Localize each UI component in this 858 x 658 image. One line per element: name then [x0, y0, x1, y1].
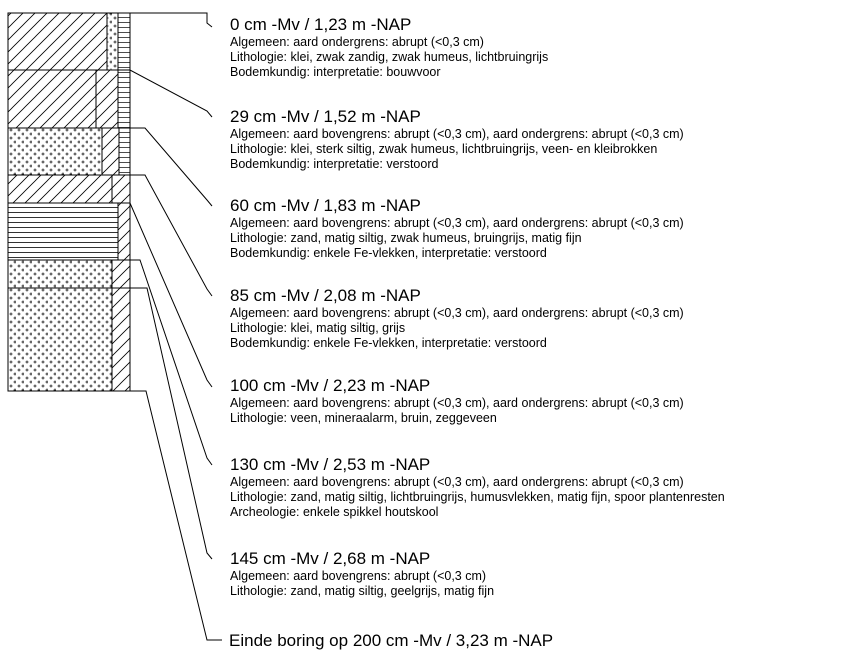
- layer-detail: Bodemkundig: interpretatie: bouwvoor: [230, 65, 441, 79]
- layer-title: 29 cm -Mv / 1,52 m -NAP: [230, 107, 421, 126]
- leader-line-5: [112, 202, 213, 388]
- layer-detail: Algemeen: aard bovengrens: abrupt (<0,3 …: [230, 475, 684, 489]
- layer-detail: Lithologie: veen, mineraalarm, bruin, ze…: [230, 411, 497, 425]
- layer-detail: Bodemkundig: enkele Fe-vlekken, interpre…: [230, 336, 547, 350]
- layer-detail: Algemeen: aard bovengrens: abrupt (<0,3 …: [230, 127, 684, 141]
- column-layer-3: [7, 127, 131, 176]
- leader-line-end: [100, 390, 222, 641]
- layer-detail: Algemeen: aard bovengrens: abrupt (<0,3 …: [230, 306, 684, 320]
- layer-detail: Algemeen: aard bovengrens: abrupt (<0,3 …: [230, 216, 684, 230]
- layer-description-5: 100 cm -Mv / 2,23 m -NAP Algemeen: aard …: [230, 376, 684, 426]
- end-of-boring-label: Einde boring op 200 cm -Mv / 3,23 m -NAP: [229, 631, 554, 650]
- layer-detail: Algemeen: aard ondergrens: abrupt (<0,3 …: [230, 35, 484, 49]
- layer-detail: Lithologie: klei, matig siltig, grijs: [230, 321, 406, 335]
- layer-title: 60 cm -Mv / 1,83 m -NAP: [230, 196, 421, 215]
- layer-description-6: 130 cm -Mv / 2,53 m -NAP Algemeen: aard …: [230, 455, 725, 520]
- column-layer-2: [7, 69, 131, 129]
- column-layer-5: [7, 202, 131, 261]
- layer-detail: Archeologie: enkele spikkel houtskool: [230, 505, 439, 519]
- leader-line-2: [118, 69, 213, 118]
- column-layer-6: [7, 259, 131, 289]
- leader-lines: [100, 12, 222, 641]
- column-layer-1: [7, 12, 131, 71]
- column-layer-7: [7, 287, 131, 392]
- layer-description-4: 85 cm -Mv / 2,08 m -NAP Algemeen: aard b…: [230, 286, 684, 351]
- layer-detail: Algemeen: aard bovengrens: abrupt (<0,3 …: [230, 396, 684, 410]
- layer-title: 145 cm -Mv / 2,68 m -NAP: [230, 549, 431, 568]
- column-layer-4: [7, 174, 131, 204]
- layer-description-1: 0 cm -Mv / 1,23 m -NAP Algemeen: aard on…: [230, 15, 548, 80]
- leader-line-4: [119, 174, 213, 297]
- layer-title: 0 cm -Mv / 1,23 m -NAP: [230, 15, 412, 34]
- layer-detail: Lithologie: klei, zwak zandig, zwak hume…: [230, 50, 549, 64]
- layer-title: 85 cm -Mv / 2,08 m -NAP: [230, 286, 421, 305]
- leader-line-1: [130, 12, 213, 28]
- layer-description-3: 60 cm -Mv / 1,83 m -NAP Algemeen: aard b…: [230, 196, 684, 261]
- leader-line-6: [118, 259, 213, 466]
- layer-detail: Lithologie: zand, matig siltig, geelgrij…: [230, 584, 495, 598]
- layer-description-2: 29 cm -Mv / 1,52 m -NAP Algemeen: aard b…: [230, 107, 684, 172]
- layer-detail: Lithologie: zand, matig siltig, zwak hum…: [230, 231, 582, 245]
- layer-detail: Lithologie: klei, sterk siltig, zwak hum…: [230, 142, 658, 156]
- leader-line-7: [112, 287, 213, 560]
- layer-detail: Bodemkundig: enkele Fe-vlekken, interpre…: [230, 246, 547, 260]
- layer-title: 130 cm -Mv / 2,53 m -NAP: [230, 455, 431, 474]
- layer-detail: Lithologie: zand, matig siltig, lichtbru…: [230, 490, 725, 504]
- layer-title: 100 cm -Mv / 2,23 m -NAP: [230, 376, 431, 395]
- leader-line-3: [118, 127, 213, 207]
- layer-detail: Algemeen: aard bovengrens: abrupt (<0,3 …: [230, 569, 487, 583]
- layer-detail: Bodemkundig: interpretatie: verstoord: [230, 157, 439, 171]
- layer-description-7: 145 cm -Mv / 2,68 m -NAP Algemeen: aard …: [230, 549, 494, 599]
